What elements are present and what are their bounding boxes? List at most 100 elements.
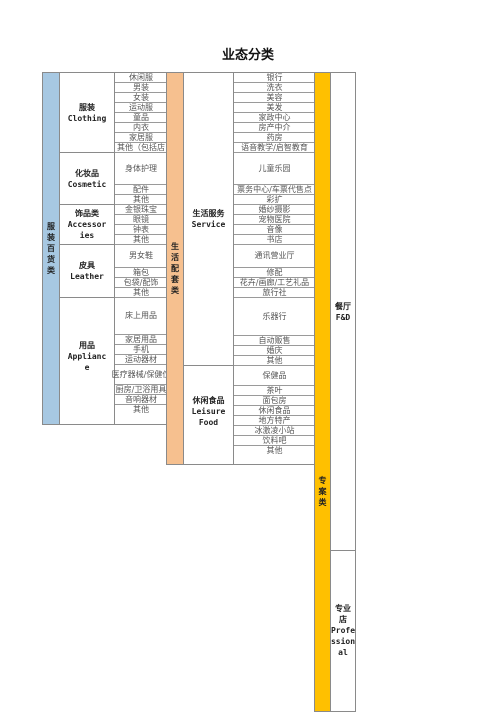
category-item: 钟表: [115, 225, 167, 235]
group-zh: 餐厅: [335, 301, 351, 311]
category-item: 包袋/配饰: [115, 278, 167, 288]
category-item: 其他: [266, 446, 283, 455]
category-item: 女装: [115, 93, 167, 103]
life-band-char: 套: [171, 275, 179, 284]
apparel-table: 服 装 百 货 类 休闲服男装女装运动服童品内衣家居服其他（包括店身体护理配件其…: [42, 72, 170, 425]
category-item: 药房: [234, 133, 315, 143]
category-item: 床上用品: [115, 298, 167, 335]
life-band-char: 生: [171, 242, 179, 251]
life-band: 生 活 配 套 类: [167, 73, 184, 464]
group-en: Clothing: [67, 113, 107, 123]
category-item: 婚纱摄影: [234, 205, 315, 215]
category-item: 房产中介: [234, 123, 315, 133]
category-item: 保健品: [234, 366, 315, 386]
category-item: 通讯营业厅: [234, 245, 315, 268]
category-item: 面包房: [234, 396, 315, 406]
specialty-band-char: 案: [318, 487, 327, 496]
group-zh: 休闲食品: [192, 395, 225, 405]
group-en: Accessor ies: [67, 220, 107, 240]
apparel-band-char: 类: [47, 266, 55, 275]
category-item: 男装: [115, 83, 167, 93]
category-item: 家政中心: [234, 113, 315, 123]
category-item: 茶叶: [234, 386, 315, 396]
category-item: 婚庆: [234, 346, 315, 356]
category-item: 修配: [234, 268, 315, 278]
group-en: Leather: [70, 272, 104, 281]
category-item: 其他: [133, 405, 149, 414]
category-item: 手机: [115, 345, 167, 355]
category-item: 眼镜: [115, 215, 167, 225]
category-item: 美容: [234, 93, 315, 103]
category-item: 金银珠宝: [115, 205, 167, 215]
apparel-band-char: 货: [47, 255, 55, 264]
category-item: 饮料吧: [234, 436, 315, 446]
category-item: 其他: [115, 195, 167, 205]
category-item: 语音教学/启智教育: [234, 143, 315, 153]
life-table: 生 活 配 套 类 银行洗衣美容美发家政中心房产中介药房语音教学/启智教育儿童乐…: [166, 72, 315, 465]
category-group: 生活服务 Service: [184, 73, 233, 366]
category-item: 内衣: [115, 123, 167, 133]
category-item: 彩扩: [234, 195, 315, 205]
group-zh: 饰品类: [75, 209, 99, 218]
category-item: 其他: [234, 356, 315, 366]
category-item: 运动器材: [115, 355, 167, 365]
category-item: 旅行社: [234, 288, 315, 298]
category-item: 美发: [234, 103, 315, 113]
category-item: 书店: [234, 235, 315, 245]
category-item: 洗衣: [234, 83, 315, 93]
page-title: 业态分类: [221, 48, 274, 63]
category-item: 箱包: [115, 268, 167, 278]
category-group: 饰品类 Accessor ies: [60, 205, 114, 245]
group-en: Service: [191, 220, 226, 229]
category-item: 配件: [115, 185, 167, 195]
apparel-band-char: 百: [47, 244, 55, 253]
category-item: 宠物医院: [234, 215, 315, 225]
category-item: 男女鞋: [115, 245, 167, 268]
category-item: 家居用品: [115, 335, 167, 345]
category-item: 花卉/画廊/工艺礼品: [234, 278, 315, 288]
specialty-band: 专 案 类: [315, 73, 331, 711]
group-zh: 服装: [79, 102, 95, 112]
category-item: 家居服: [115, 133, 167, 143]
category-item: 音响器材: [115, 395, 167, 405]
group-en: Leisure Food: [191, 406, 226, 427]
apparel-band: 服 装 百 货 类: [43, 73, 60, 424]
group-en: Applianc e: [67, 352, 107, 372]
category-item: 冰激凌小站: [234, 426, 315, 436]
category-item: 地方特产: [234, 416, 315, 426]
category-item: 休闲服: [115, 73, 167, 83]
category-item: 音像: [234, 225, 315, 235]
apparel-band-char: 装: [47, 233, 55, 242]
group-en: Cosmetic: [67, 179, 107, 189]
specialty-band-char: 类: [318, 498, 327, 507]
group-zh: 专业 店: [335, 604, 351, 624]
group-zh: 用品: [79, 341, 95, 350]
group-en: F&D: [335, 312, 351, 322]
category-item: 儿童乐园: [234, 153, 315, 185]
group-zh: 皮具: [79, 261, 95, 270]
category-item: 其他: [115, 288, 167, 298]
life-band-char: 活: [171, 253, 179, 262]
category-item: 自动贩售: [234, 336, 315, 346]
category-group: 皮具 Leather: [60, 245, 114, 298]
category-item: 休闲食品: [234, 406, 315, 416]
category-item: 医疗器械/保健仪: [112, 365, 170, 385]
category-item: 银行: [234, 73, 315, 83]
category-item: 其他: [115, 235, 167, 245]
category-item: 运动服: [115, 103, 167, 113]
group-en: Profe ssion al: [330, 626, 356, 657]
life-band-char: 类: [171, 286, 179, 295]
category-group: 用品 Applianc e: [60, 298, 114, 415]
apparel-band-char: 服: [47, 222, 55, 231]
specialty-band-char: 专: [318, 476, 327, 485]
life-band-char: 配: [171, 264, 179, 273]
category-item: 身体护理: [115, 153, 167, 185]
category-item: 童品: [115, 113, 167, 123]
group-zh: 生活服务: [192, 209, 225, 218]
specialty-group-professional: 专业 店 Profe ssion al: [331, 551, 355, 713]
